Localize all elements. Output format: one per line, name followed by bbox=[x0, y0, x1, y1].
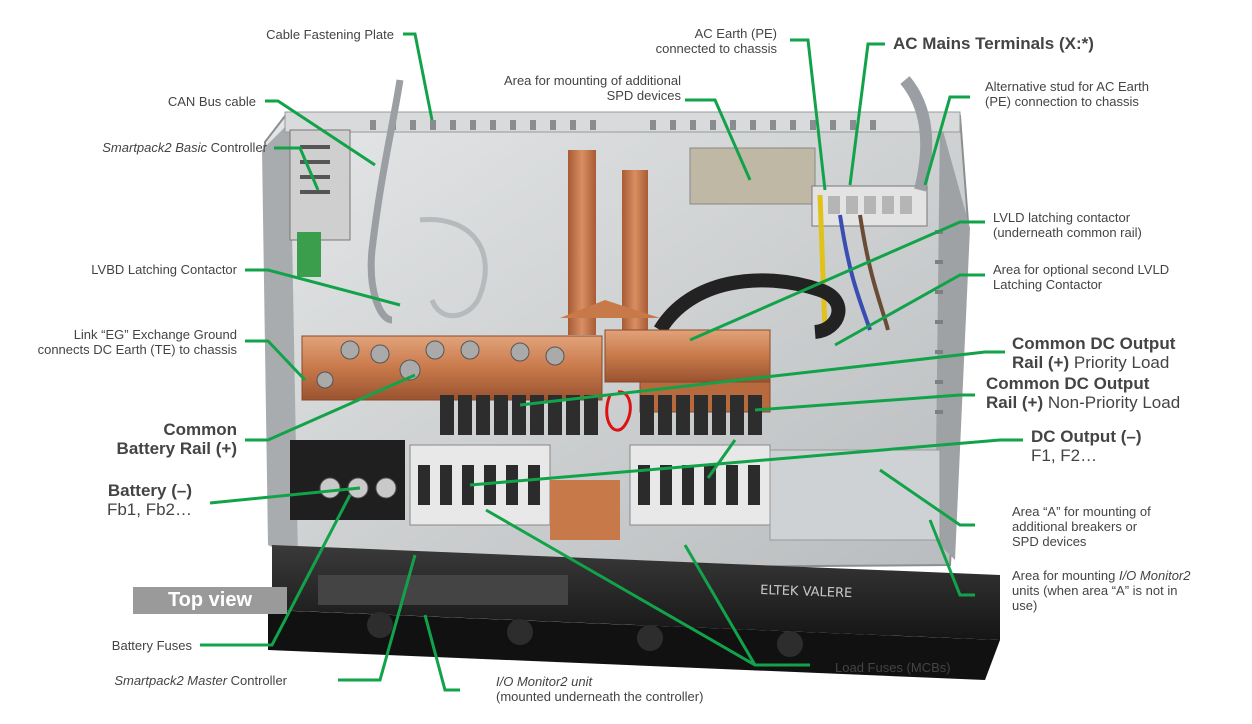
leader-ac-earth bbox=[790, 38, 827, 191]
label-link-eg-line1: Link “EG” Exchange Ground bbox=[73, 327, 237, 342]
brand-text: ELTEK VALERE bbox=[760, 583, 853, 601]
label-sp2-master: Smartpack2 Master Controller bbox=[114, 673, 287, 688]
label-battery-rail: Common Battery Rail (+) bbox=[117, 420, 237, 458]
label-battery-fuses: Battery Fuses bbox=[111, 638, 192, 653]
label-basic-controller: Smartpack2 Basic Controller bbox=[102, 140, 267, 155]
front-panel: ELTEK VALERE bbox=[268, 545, 1000, 680]
label-basic-controller-suffix: Controller bbox=[207, 140, 267, 155]
label-non-priority-rail-line2: Rail (+) Non-Priority Load bbox=[986, 393, 1180, 412]
label-lvld: LVLD latching contactor (underneath comm… bbox=[993, 210, 1142, 240]
label-area-a-line1: Area “A” for mounting of bbox=[1012, 504, 1151, 519]
label-ac-earth-line2: connected to chassis bbox=[655, 41, 777, 56]
leader-can-bus bbox=[265, 99, 376, 167]
label-ac-earth-line1: AC Earth (PE) bbox=[694, 26, 777, 41]
leader-battery-rail bbox=[245, 373, 416, 442]
label-alt-stud: Alternative stud for AC Earth (PE) conne… bbox=[985, 79, 1149, 109]
label-battery-rail-line1: Common bbox=[163, 420, 237, 439]
leader-lvld bbox=[689, 220, 985, 342]
label-lvbd: LVBD Latching Contactor bbox=[91, 262, 237, 277]
label-lvld-line1: LVLD latching contactor bbox=[993, 210, 1131, 225]
leader-dc-output-2 bbox=[706, 439, 737, 479]
label-non-priority-rail-bold: Rail (+) bbox=[986, 393, 1044, 412]
leader-area-a bbox=[879, 468, 975, 527]
leader-lvbd bbox=[245, 268, 401, 307]
leader-dc-output bbox=[469, 438, 1023, 487]
label-sp2-master-name: Smartpack2 Master bbox=[114, 673, 228, 688]
label-io-area-line3: use) bbox=[1012, 598, 1038, 613]
dc-cable bbox=[654, 273, 846, 339]
label-link-eg-line2: connects DC Earth (TE) to chassis bbox=[37, 342, 237, 357]
label-non-priority-rail-line1: Common DC Output bbox=[986, 374, 1150, 393]
label-io-area-line2: units (when area “A” is not in bbox=[1012, 583, 1178, 598]
label-basic-controller-name: Smartpack2 Basic bbox=[102, 140, 208, 155]
leader-priority bbox=[519, 350, 1005, 407]
leader-cable-plate bbox=[403, 32, 434, 121]
spd-mount-area bbox=[689, 147, 816, 205]
leader-opt-lvld bbox=[834, 273, 985, 347]
label-battery-rail-line2: Battery Rail (+) bbox=[116, 439, 237, 458]
label-dc-output: DC Output (–) F1, F2… bbox=[1031, 427, 1141, 465]
label-battery-neg-line1: Battery (–) bbox=[107, 481, 192, 500]
label-area-a: Area “A” for mounting of additional brea… bbox=[1012, 504, 1151, 549]
leader-io-monitor bbox=[423, 614, 460, 692]
priority-rail bbox=[604, 329, 771, 383]
label-dc-output-line1: DC Output (–) bbox=[1031, 427, 1142, 446]
leader-battery-fuses bbox=[200, 494, 352, 647]
label-battery-neg: Battery (–) Fb1, Fb2… bbox=[107, 481, 192, 519]
leader-battery-neg bbox=[209, 486, 361, 505]
label-io-monitor-line2: (mounted underneath the controller) bbox=[496, 689, 704, 704]
leader-basic-controller bbox=[274, 146, 320, 191]
label-priority-rail-rest: Priority Load bbox=[1069, 353, 1170, 372]
leader-io-area bbox=[928, 519, 975, 597]
label-spd-area-line2: SPD devices bbox=[606, 88, 681, 103]
leader-load-fuses-1 bbox=[485, 508, 810, 667]
label-io-area: Area for mounting I/O Monitor2 units (wh… bbox=[1012, 568, 1190, 613]
leader-sp2-master bbox=[338, 554, 417, 682]
label-cable-plate: Cable Fastening Plate bbox=[266, 27, 394, 42]
can-bus-cable bbox=[367, 79, 404, 324]
top-view-badge: Top view bbox=[133, 587, 287, 614]
label-priority-rail-bold: Rail (+) bbox=[1012, 353, 1070, 372]
label-can-bus: CAN Bus cable bbox=[167, 94, 256, 109]
label-io-area-unit: I/O Monitor2 bbox=[1118, 568, 1191, 583]
label-io-monitor-line1: I/O Monitor2 unit bbox=[496, 674, 593, 689]
label-opt-lvld-line1: Area for optional second LVLD bbox=[993, 262, 1170, 277]
label-ac-earth: AC Earth (PE) connected to chassis bbox=[656, 26, 777, 56]
area-a bbox=[769, 449, 941, 541]
leader-alt-stud bbox=[923, 95, 970, 186]
label-opt-lvld: Area for optional second LVLD Latching C… bbox=[993, 262, 1169, 292]
label-ac-mains: AC Mains Terminals (X:*) bbox=[893, 34, 1094, 53]
leader-load-fuses-2 bbox=[683, 544, 757, 666]
label-area-a-line3: SPD devices bbox=[1012, 534, 1087, 549]
label-non-priority-rail: Common DC Output Rail (+) Non-Priority L… bbox=[986, 374, 1180, 412]
label-alt-stud-line2: (PE) connection to chassis bbox=[985, 94, 1139, 109]
label-alt-stud-line1: Alternative stud for AC Earth bbox=[985, 79, 1150, 94]
leader-spd-area bbox=[685, 98, 752, 181]
label-area-a-line2: additional breakers or bbox=[1012, 519, 1138, 534]
label-priority-rail-line2: Rail (+) Priority Load bbox=[1012, 353, 1175, 372]
label-sp2-master-suffix: Controller bbox=[227, 673, 287, 688]
leader-link-eg bbox=[245, 339, 307, 382]
label-io-area-line1: Area for mounting I/O Monitor2 bbox=[1012, 568, 1190, 583]
label-non-priority-rail-rest: Non-Priority Load bbox=[1043, 393, 1181, 412]
label-lvld-line2: (underneath common rail) bbox=[993, 225, 1142, 240]
label-spd-area: Area for mounting of additional SPD devi… bbox=[504, 73, 681, 103]
label-spd-area-line1: Area for mounting of additional bbox=[503, 73, 681, 88]
leader-non-priority bbox=[754, 393, 975, 412]
label-dc-output-line2: F1, F2… bbox=[1031, 446, 1098, 465]
label-link-eg: Link “EG” Exchange Ground connects DC Ea… bbox=[38, 327, 237, 357]
leader-ac-mains bbox=[848, 42, 885, 186]
label-battery-neg-line2: Fb1, Fb2… bbox=[106, 500, 192, 519]
label-io-monitor: I/O Monitor2 unit (mounted underneath th… bbox=[496, 674, 703, 704]
label-opt-lvld-line2: Latching Contactor bbox=[993, 277, 1103, 292]
label-io-area-prefix: Area for mounting bbox=[1012, 568, 1119, 583]
label-priority-rail-line1: Common DC Output bbox=[1012, 334, 1176, 353]
mcb-block bbox=[409, 444, 771, 540]
label-load-fuses: Load Fuses (MCBs) bbox=[835, 660, 951, 675]
label-priority-rail: Common DC Output Rail (+) Priority Load bbox=[1012, 334, 1175, 372]
